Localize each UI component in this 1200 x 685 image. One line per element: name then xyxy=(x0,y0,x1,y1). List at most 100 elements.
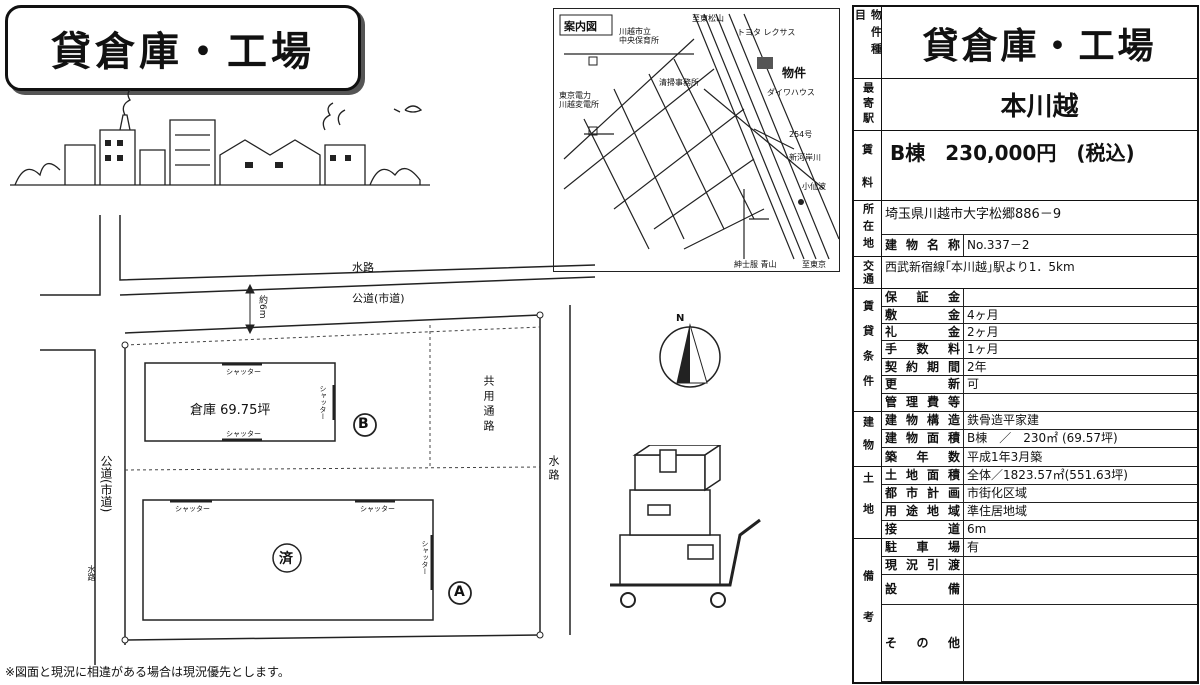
spec-row: 建物構造鉄骨造平家建 xyxy=(882,412,1197,430)
notes-header: 備考 xyxy=(854,539,882,682)
map-heading: 案内図 xyxy=(564,20,597,33)
spec-row-label: 建物面積 xyxy=(882,430,964,447)
land-header: 土地 xyxy=(854,467,882,539)
rent-header-top: 賃 xyxy=(862,143,873,157)
title-box: 貸倉庫・工場 xyxy=(5,5,361,91)
transport-value: 西武新宿線｢本川越｣駅より1．5km xyxy=(885,260,1075,274)
shutter-label-a-side: シャッター xyxy=(421,540,429,575)
spec-row: 都市計画市街化区域 xyxy=(882,485,1197,503)
spec-row-value: 可 xyxy=(967,377,980,391)
spec-row: 築年数平成1年3月築 xyxy=(882,448,1197,467)
spec-row-label: 土地面積 xyxy=(882,467,964,484)
transport-row: 西武新宿線｢本川越｣駅より1．5km xyxy=(882,257,1197,289)
spec-row-label: その他 xyxy=(882,605,964,681)
map-label-toyota: トヨタ レクサス xyxy=(737,28,796,37)
spec-row-value: 鉄骨造平家建 xyxy=(967,413,1040,427)
spec-row-label: 保証金 xyxy=(882,289,964,306)
spec-row-value xyxy=(964,575,970,604)
spec-row: 用途地域準住居地域 xyxy=(882,503,1197,521)
rent-header: 賃 料 xyxy=(854,131,882,201)
map-label-route254: 254号 xyxy=(789,130,813,139)
spec-row-value: 準住居地域 xyxy=(967,504,1028,518)
type-header: 物件種目 xyxy=(854,7,883,79)
map-label-daiwa: ダイワハウス xyxy=(767,88,815,97)
spec-row-label: 駐車場 xyxy=(882,539,964,556)
address-value: 埼玉県川越市大字松郷886－9 xyxy=(885,207,1062,222)
warehouse-a-mark: A xyxy=(454,584,465,600)
address-row: 埼玉県川越市大字松郷886－9 xyxy=(882,201,1197,235)
plan-public-road-left: 公道(市道) xyxy=(99,455,113,513)
spec-row-label: 手数料 xyxy=(882,341,964,358)
map-label-school: 川越市立 中央保育所 xyxy=(619,27,659,45)
type-value: 貸倉庫・工場 xyxy=(882,7,1197,79)
spec-row-label: 更新 xyxy=(882,376,964,393)
city-skyline-illustration xyxy=(10,90,430,186)
plan-public-road-top: 公道(市道) xyxy=(352,292,405,305)
building-name-value: No.337－2 xyxy=(967,238,1030,252)
spec-row-label: 管理費等 xyxy=(882,394,964,411)
cart-illustration xyxy=(610,445,761,608)
spec-row-label: 設備 xyxy=(882,575,964,604)
spec-row-value xyxy=(964,394,970,411)
spec-row: 設備 xyxy=(882,575,1197,605)
map-label-property: 物件 xyxy=(782,66,807,80)
spec-row-value: 4ヶ月 xyxy=(967,308,999,322)
map-label-shingashi: 新河岸川 xyxy=(789,153,821,162)
page-title: 貸倉庫・工場 xyxy=(51,29,315,75)
spec-row-value: 2年 xyxy=(967,360,987,374)
spec-row: 駐車場有 xyxy=(882,539,1197,557)
map-label-tepco: 東京電力 川越変電所 xyxy=(559,91,599,109)
plan-waterway-top: 水路 xyxy=(352,261,374,274)
spec-row-value xyxy=(964,605,970,681)
guide-map: 案内図 川越市立 中央保育所 至東松山 トヨタ レクサス 物件 ダイワハウス 清… xyxy=(553,8,840,272)
spec-row: その他 xyxy=(882,605,1197,682)
spec-row-value: B棟 ／ 230㎡ (69.57坪) xyxy=(967,431,1118,445)
spec-row-value: 1ヶ月 xyxy=(967,342,999,356)
spec-row: 管理費等 xyxy=(882,394,1197,412)
spec-row-value: 全体／1823.57㎡(551.63坪) xyxy=(967,468,1128,482)
map-label-kosenba: 小仙波 xyxy=(802,182,826,191)
spec-row-label: 礼金 xyxy=(882,324,964,340)
spec-row: 保証金 xyxy=(882,289,1197,307)
shutter-label-b-side: シャッター xyxy=(319,385,327,420)
compass-north-label: N xyxy=(676,313,685,324)
spec-row-label: 用途地域 xyxy=(882,503,964,520)
plan-waterway-left: 水路 xyxy=(87,565,96,581)
warehouse-b-label: 倉庫 69.75坪 xyxy=(190,403,271,418)
map-label-to-matsuyama: 至東松山 xyxy=(692,14,724,23)
map-label-cleaning: 清掃事務所 xyxy=(659,78,699,87)
spec-row-value xyxy=(964,289,970,306)
spec-row: 土地面積全体／1823.57㎡(551.63坪) xyxy=(882,467,1197,485)
spec-row-label: 接道 xyxy=(882,521,964,538)
spec-row-value: 2ヶ月 xyxy=(967,325,999,339)
spec-row-value: 平成1年3月築 xyxy=(967,450,1043,464)
rent-header-bottom: 料 xyxy=(862,175,873,189)
spec-row-value: 6m xyxy=(967,522,987,536)
shutter-label-b-top: シャッター xyxy=(226,368,261,376)
building-name-row: 建物名称 No.337－2 xyxy=(882,235,1197,257)
station-header: 最寄駅 xyxy=(854,79,882,131)
compass-icon xyxy=(659,323,721,388)
plan-road-width: 約6m xyxy=(257,295,267,319)
terms-header: 賃貸条件 xyxy=(854,289,882,412)
building-name-label: 建物名称 xyxy=(882,235,964,256)
rent-value: B棟 230,000円 (税込) xyxy=(882,131,1197,201)
shutter-label-a-right: シャッター xyxy=(360,505,395,513)
spec-row-value xyxy=(964,557,970,574)
plan-shared-path: 共用通路 xyxy=(482,375,495,435)
spec-row: 更新可 xyxy=(882,376,1197,394)
shutter-label-b-bottom: シャッター xyxy=(226,430,261,438)
spec-row-label: 敷金 xyxy=(882,307,964,323)
spec-row-label: 契約期間 xyxy=(882,359,964,375)
site-plan: 水路 公道(市道) 約6m 共用通路 水路 公道(市道) 水路 倉庫 69.75… xyxy=(0,215,610,665)
spec-row-value: 市街化区域 xyxy=(967,486,1028,500)
plan-waterway-right: 水路 xyxy=(547,455,560,483)
station-value: 本川越 xyxy=(882,79,1197,131)
spec-row-label: 現況引渡 xyxy=(882,557,964,574)
rented-mark: 済 xyxy=(279,551,293,567)
